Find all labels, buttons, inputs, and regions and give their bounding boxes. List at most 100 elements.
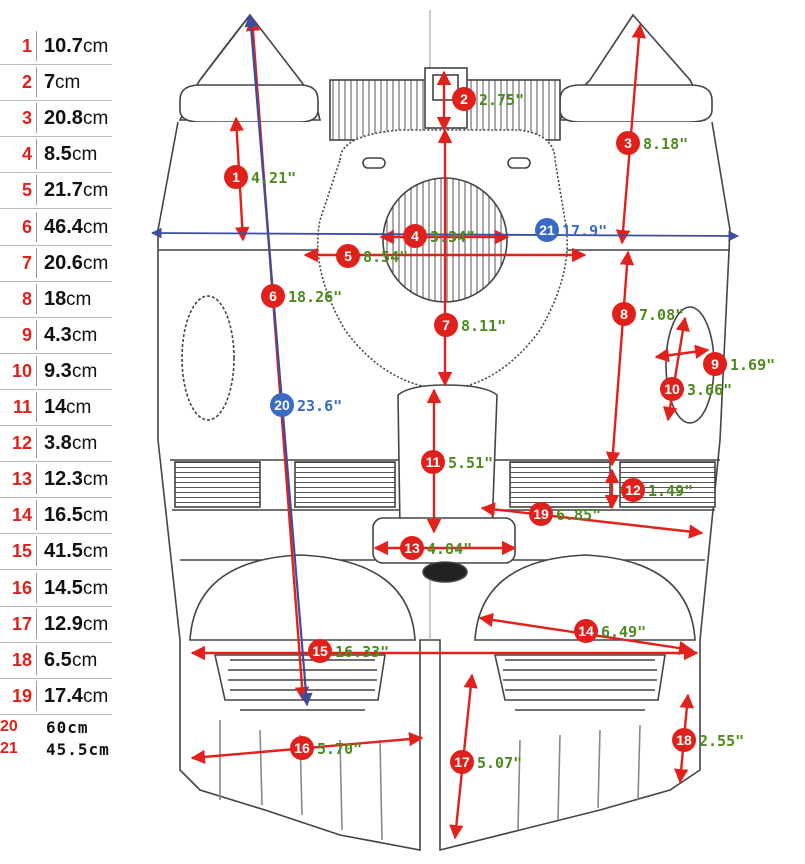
legend-value: 46.4 xyxy=(44,215,83,238)
legend-value: 45.5cm xyxy=(46,739,110,759)
legend-divider xyxy=(0,425,112,427)
badge-number: 2 xyxy=(460,91,468,107)
legend-value: 21.7 xyxy=(44,179,83,202)
legend-value: 41.5 xyxy=(44,540,83,563)
measurement-label: 2.75" xyxy=(479,91,524,109)
legend-value: 8.5 xyxy=(44,143,72,166)
measurement-label: 16.33" xyxy=(335,643,389,661)
legend-number: 18 xyxy=(11,649,32,670)
measurement-label: 8.11" xyxy=(461,317,506,335)
legend-separator xyxy=(36,319,37,350)
badge-circle xyxy=(336,244,360,268)
badge-circle xyxy=(612,302,636,326)
legend-number: 21 xyxy=(0,739,18,757)
measurement-label: 6.49" xyxy=(601,623,646,641)
badge-circle xyxy=(529,502,553,526)
badge-number: 1 xyxy=(232,169,240,185)
legend-divider xyxy=(0,64,112,66)
badge-circle xyxy=(660,377,684,401)
badge-number: 16 xyxy=(294,740,310,756)
legend-number: 2 xyxy=(21,72,32,93)
badge-number: 5 xyxy=(344,248,352,264)
badge-number: 20 xyxy=(274,397,290,413)
legend-unit: cm xyxy=(83,180,109,202)
arrow-10 xyxy=(663,316,690,422)
badge-circle xyxy=(261,284,285,308)
measurement-label: 8.18" xyxy=(643,135,688,153)
badge-circle xyxy=(450,750,474,774)
legend-separator xyxy=(36,139,37,170)
legend-number: 4 xyxy=(21,144,32,165)
legend-divider xyxy=(0,605,112,607)
badge-number: 4 xyxy=(411,228,419,244)
legend-separator xyxy=(36,283,37,314)
arrow-8 xyxy=(605,250,635,467)
badge-number: 6 xyxy=(269,288,277,304)
legend-unit: cm xyxy=(55,72,81,94)
legend-divider xyxy=(0,352,112,354)
legend-value: 6.5 xyxy=(44,648,72,671)
badge-number: 12 xyxy=(625,482,641,498)
legend-unit: cm xyxy=(83,469,109,491)
legend-divider xyxy=(0,172,112,174)
badge-circle xyxy=(574,619,598,643)
badge-circle xyxy=(616,131,640,155)
badge-circle xyxy=(535,218,559,242)
legend-divider xyxy=(0,677,112,679)
badge-circle xyxy=(290,736,314,760)
legend-value: 7 xyxy=(44,71,56,94)
legend-unit: cm xyxy=(83,252,109,274)
legend-unit: cm xyxy=(66,397,92,418)
legend-number: 20 xyxy=(0,717,18,735)
measurement-label: 5.51" xyxy=(448,454,493,472)
legend-number: 14 xyxy=(11,505,32,526)
badge-number: 9 xyxy=(711,356,719,372)
legend-separator xyxy=(36,247,37,278)
legend-divider xyxy=(0,569,112,571)
badge-number: 14 xyxy=(578,623,594,639)
badge-circle xyxy=(621,478,645,502)
badge-number: 18 xyxy=(676,732,692,748)
legend-number: 16 xyxy=(11,577,32,598)
badge-number: 7 xyxy=(442,317,450,333)
measurement-label: 2.55" xyxy=(699,732,744,750)
legend-number: 1 xyxy=(21,36,32,56)
legend-unit: cm xyxy=(83,108,109,130)
legend-divider xyxy=(0,641,112,643)
legend-divider xyxy=(0,208,112,210)
legend-value: 20.6 xyxy=(44,251,83,274)
legend-separator xyxy=(36,608,37,639)
legend-divider xyxy=(0,713,112,715)
badge-circle xyxy=(703,352,727,376)
arrow-19 xyxy=(480,502,704,539)
legend-divider xyxy=(0,280,112,282)
legend-unit: cm xyxy=(83,36,109,57)
legend-value: 60cm xyxy=(46,717,89,737)
legend-divider xyxy=(0,533,112,535)
legend-separator xyxy=(36,175,37,206)
legend-unit: cm xyxy=(72,433,98,455)
legend-value: 20.8 xyxy=(44,107,83,130)
legend-value: 18 xyxy=(44,287,67,310)
legend-number: 6 xyxy=(21,216,32,237)
legend-separator xyxy=(36,211,37,242)
legend-value: 4.3 xyxy=(44,323,72,346)
legend-unit: cm xyxy=(83,613,109,635)
badge-circle xyxy=(672,728,696,752)
